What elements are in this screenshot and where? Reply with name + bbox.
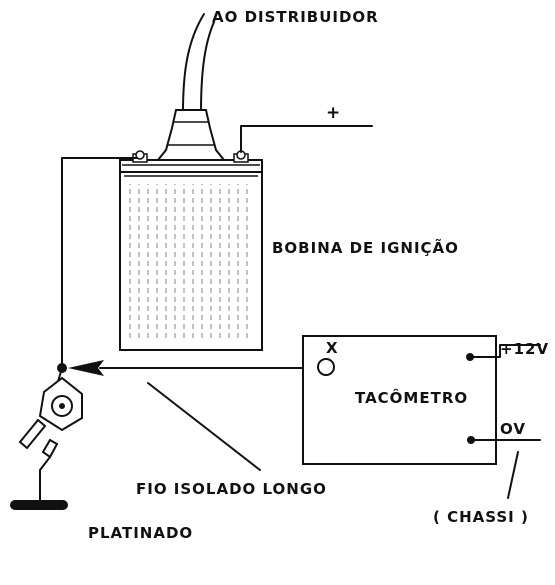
signal-arrow (68, 360, 319, 376)
coil-terminal-right (233, 150, 249, 163)
coil-positive-wire (240, 125, 373, 153)
supply-12v-label: +12V (500, 340, 549, 358)
coil-terminal-left (132, 150, 148, 163)
coil-label: BOBINA DE IGNIÇÃO (272, 238, 459, 257)
ignition-coil (119, 109, 263, 351)
distributor-label: AO DISTRIBUIDOR (212, 8, 379, 26)
coil-to-points-wire (61, 157, 138, 369)
distributor-cable (182, 13, 215, 113)
supply-0v-label: OV (500, 420, 526, 438)
chassis-label: ( CHASSI ) (433, 508, 529, 526)
long-wire-label: FIO ISOLADO LONGO (136, 480, 327, 498)
coil-positive-sign: + (326, 103, 340, 123)
terminal-x (317, 358, 335, 376)
points-label: PLATINADO (88, 524, 193, 542)
terminal-x-label: X (326, 339, 339, 357)
tachometer-label: TACÔMETRO (355, 388, 468, 407)
long-wire-pointer (147, 382, 261, 471)
tachometer-box (302, 335, 497, 465)
chassis-pointer (507, 451, 519, 499)
breaker-points (10, 367, 83, 510)
wire-12v (469, 344, 541, 358)
